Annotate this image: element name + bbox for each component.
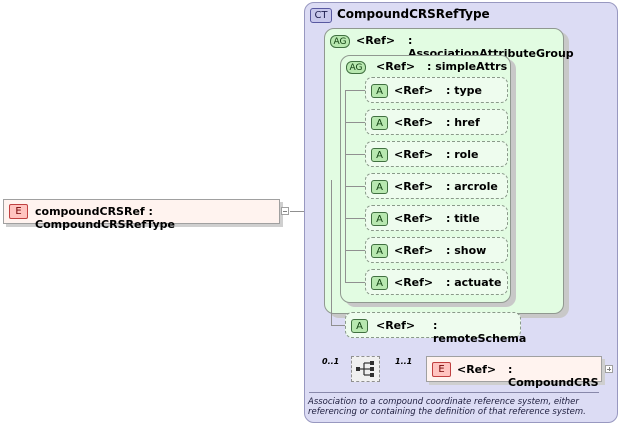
attribute-role[interactable]: A <Ref> : role (365, 141, 508, 167)
connector-ag-trunk (331, 180, 332, 325)
root-element-label: compoundCRSRef : CompoundCRSRefType (35, 205, 175, 231)
root-element-compoundCRSRef[interactable]: E compoundCRSRef : CompoundCRSRefType (3, 199, 280, 231)
attribute-group-icon: AG (346, 61, 366, 74)
connector-sa-1 (345, 90, 365, 91)
sequence-multiplicity-inner: 1..1 (395, 357, 413, 366)
collapse-icon[interactable] (281, 207, 289, 215)
attribute-ref: <Ref> (394, 244, 434, 257)
connector-sa-7 (345, 282, 365, 283)
attribute-ref: <Ref> (394, 84, 434, 97)
attribute-remoteSchema[interactable]: A <Ref> : remoteSchema (345, 312, 526, 345)
attribute-icon: A (371, 148, 388, 162)
sequence-icon (356, 361, 374, 377)
connector-sa-5 (345, 218, 365, 219)
simple-attrs-ref: <Ref> (376, 60, 416, 73)
attribute-icon: A (371, 244, 388, 258)
attribute-type[interactable]: A <Ref> : type (365, 77, 508, 103)
attribute-name: : arcrole (446, 180, 498, 193)
attribute-arcrole[interactable]: A <Ref> : arcrole (365, 173, 508, 199)
attribute-icon: A (351, 319, 368, 333)
connector-root (290, 211, 316, 212)
attribute-show[interactable]: A <Ref> : show (365, 237, 508, 263)
element-ref: <Ref> (457, 363, 497, 376)
sequence-multiplicity-outer: 0..1 (322, 357, 340, 366)
association-group-ref: <Ref> (356, 34, 396, 47)
attribute-ref: <Ref> (394, 148, 434, 161)
attribute-icon: A (371, 84, 388, 98)
attribute-title[interactable]: A <Ref> : title (365, 205, 508, 231)
attribute-actuate[interactable]: A <Ref> : actuate (365, 269, 508, 295)
description-text: Association to a compound coordinate ref… (308, 397, 586, 417)
connector-sa-3 (345, 154, 365, 155)
attribute-icon: A (371, 276, 388, 290)
connector-to-remote-schema (331, 325, 345, 326)
attribute-href[interactable]: A <Ref> : href (365, 109, 508, 135)
expand-icon[interactable] (605, 365, 613, 373)
attribute-icon: A (371, 180, 388, 194)
attribute-ref: <Ref> (394, 116, 434, 129)
connector-sa-2 (345, 122, 365, 123)
attribute-icon: A (371, 212, 388, 226)
description-separator (309, 392, 599, 393)
attribute-name: : show (446, 244, 487, 257)
attribute-name: : href (446, 116, 480, 129)
attribute-name: : title (446, 212, 480, 225)
element-icon: E (432, 362, 451, 377)
attribute-group-icon: AG (330, 35, 350, 48)
element-name: : CompoundCRS (508, 363, 599, 389)
attribute-name: : role (446, 148, 479, 161)
attribute-name: : remoteSchema (433, 319, 527, 345)
attribute-ref: <Ref> (376, 319, 416, 332)
sequence-compositor[interactable] (351, 356, 380, 382)
complex-type-title: CompoundCRSRefType (337, 7, 490, 21)
element-CompoundCRS[interactable]: E <Ref> : CompoundCRS (426, 356, 602, 389)
simple-attrs-name: : simpleAttrs (427, 60, 508, 73)
attribute-ref: <Ref> (394, 180, 434, 193)
attribute-icon: A (371, 116, 388, 130)
connector-sa-6 (345, 250, 365, 251)
attribute-name: : type (446, 84, 482, 97)
element-icon: E (9, 204, 28, 219)
connector-sa-4 (345, 186, 365, 187)
attribute-ref: <Ref> (394, 276, 434, 289)
attribute-ref: <Ref> (394, 212, 434, 225)
attribute-name: : actuate (446, 276, 502, 289)
complex-type-icon: CT (310, 8, 332, 23)
